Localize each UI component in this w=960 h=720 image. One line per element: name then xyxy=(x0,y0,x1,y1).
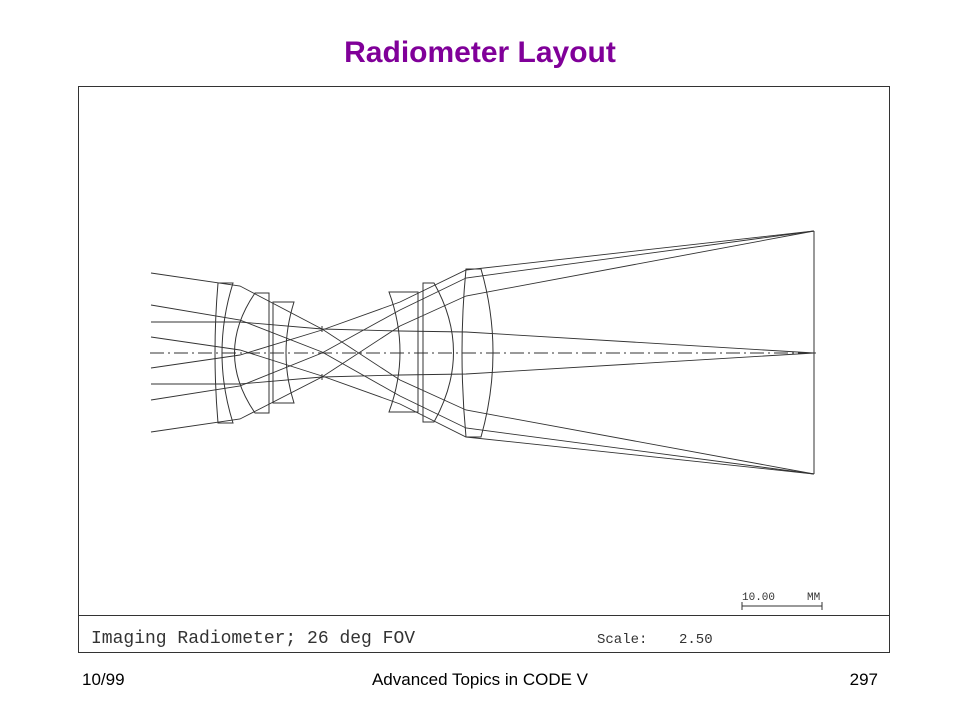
slide-title: Radiometer Layout xyxy=(344,36,616,69)
scale-value: 2.50 xyxy=(679,632,713,648)
plot-caption: Imaging Radiometer; 26 deg FOV xyxy=(91,629,415,649)
scale-bar-value: 10.00 xyxy=(742,592,775,604)
lens-element-5 xyxy=(422,282,454,423)
footer-date: 10/99 xyxy=(82,670,125,689)
ray-bundle xyxy=(150,230,815,475)
scale-bar-unit: MM xyxy=(807,592,820,604)
lens-element-6 xyxy=(461,268,494,438)
lens-element-2 xyxy=(234,292,270,414)
lens-element-3 xyxy=(272,301,295,404)
footer-page-number: 297 xyxy=(849,670,878,689)
scale-label: Scale: xyxy=(597,632,647,648)
lens-element-4 xyxy=(388,291,419,413)
plot-frame xyxy=(78,86,890,653)
footer-course: Advanced Topics in CODE V xyxy=(371,670,589,689)
scale-bar xyxy=(741,602,823,610)
